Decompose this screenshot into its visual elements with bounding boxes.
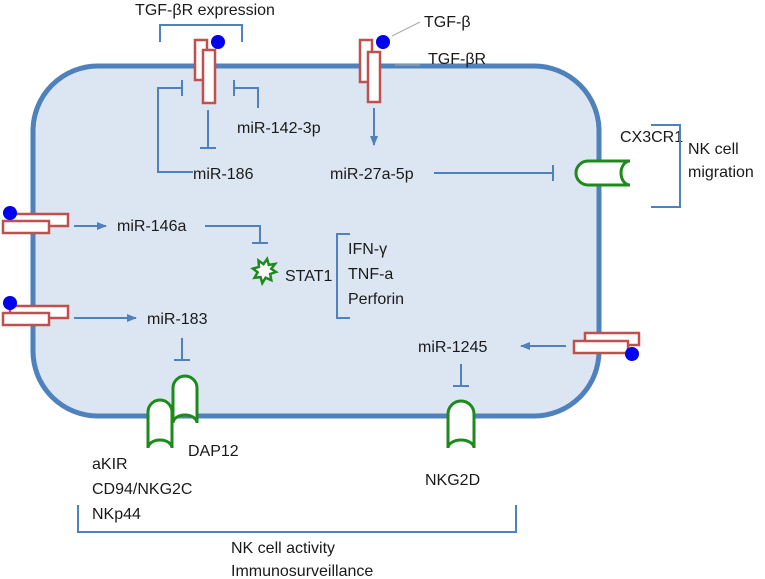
mir-142-3p-line: [234, 87, 259, 108]
mir-146a-label: miR-146a: [117, 218, 186, 235]
mir-142-3p-label: miR-142-3p: [237, 120, 321, 137]
tnf-a-label: TNF-a: [348, 266, 393, 283]
nk-cell-migration-label-1: NK cell: [688, 141, 739, 158]
tgfbr-expression-receptor: [193, 35, 225, 105]
tgfb-ligand-icon: [211, 35, 225, 49]
tgfb-pointer-line: [391, 21, 421, 37]
stat1-label: STAT1: [285, 268, 333, 285]
cx3cr1-receptor-icon: [574, 159, 631, 187]
mir-186-label: miR-186: [193, 166, 254, 183]
mir-1245-label: miR-1245: [418, 339, 487, 356]
tgfbr-receptor: [358, 35, 390, 104]
tgfbr-label: TGF-βR: [428, 51, 486, 68]
nk-cell-membrane: [30, 63, 602, 419]
mir-1245-receptor: [572, 331, 641, 361]
tgfbr-expression-bracket: [159, 24, 243, 42]
mir-183-receptor: [1, 296, 70, 327]
akir-receptor-icon: [146, 398, 174, 449]
tgfb-ligand-icon: [376, 35, 390, 49]
mir-146a-inhibit-line: [205, 225, 261, 243]
nkg2d-label: NKG2D: [425, 472, 480, 489]
ligand-icon: [625, 347, 639, 361]
dap12-label: DAP12: [188, 443, 239, 460]
ligand-icon: [3, 296, 17, 310]
nk-migration-bracket: [651, 124, 681, 208]
tgfb-label: TGF-β: [424, 14, 471, 31]
ligand-icon: [3, 206, 17, 220]
stat1-icon: [250, 256, 279, 287]
stat1-outputs-bracket: [336, 233, 350, 319]
mir-183-label: miR-183: [147, 311, 208, 328]
nk-cell-activity-label: NK cell activity: [231, 540, 335, 557]
mir-146a-receptor: [1, 206, 70, 235]
ifn-gamma-label: IFN-γ: [348, 241, 387, 258]
cd94-nkg2c-label: CD94/NKG2C: [92, 481, 192, 498]
cx3cr1-label: CX3CR1: [620, 129, 683, 146]
nk-activity-bracket: [77, 505, 517, 533]
perforin-label: Perforin: [348, 291, 404, 308]
mir-27a-5p-label: miR-27a-5p: [330, 166, 414, 183]
akir-label: aKIR: [92, 456, 128, 473]
mir-186-loop-line: [157, 87, 193, 173]
dap12-receptor-icon: [171, 374, 199, 424]
nkp44-label: NKp44: [92, 506, 141, 523]
tgfbr-expression-label: TGF-βR expression: [135, 2, 275, 19]
nk-cell-migration-label-2: migration: [688, 164, 754, 181]
immunosurveillance-label: Immunosurveillance: [231, 563, 373, 579]
nkg2d-receptor-icon: [446, 399, 476, 449]
